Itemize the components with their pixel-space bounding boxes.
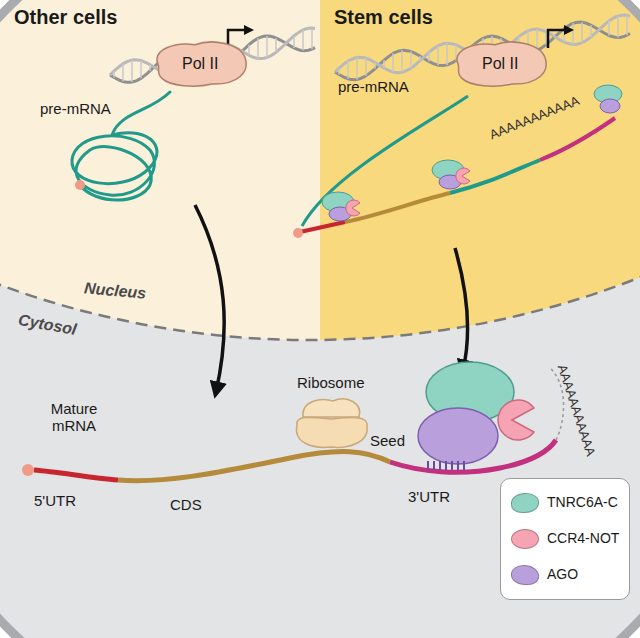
node-label: Pol II bbox=[482, 55, 518, 73]
ribosome-shape bbox=[291, 395, 371, 451]
polymerase-blob: Pol II bbox=[450, 40, 550, 88]
utr3-segment bbox=[540, 118, 615, 160]
cds-segment bbox=[345, 193, 450, 222]
legend-swatch bbox=[511, 529, 539, 549]
mrna-cap bbox=[293, 228, 303, 238]
region-label: CDS bbox=[170, 496, 202, 513]
molecule-label: pre-mRNA bbox=[40, 100, 111, 117]
legend-row: CCR4-NOT bbox=[511, 527, 623, 551]
node-label: Pol II bbox=[182, 55, 218, 73]
legend-swatch bbox=[511, 565, 539, 585]
legend-text: TNRC6A-C bbox=[547, 494, 618, 510]
molecule-label: Mature mRNA bbox=[42, 400, 106, 435]
intron-segment bbox=[450, 160, 540, 193]
region-label: Seed bbox=[370, 432, 405, 449]
export-arrow bbox=[455, 248, 468, 370]
region-label: 5'UTR bbox=[34, 492, 76, 509]
ribosome: Ribosome bbox=[288, 374, 374, 453]
mrna-cap bbox=[22, 464, 34, 476]
poly-a-tail-text: AAAAAAAAAAA bbox=[554, 363, 598, 458]
export-arrow bbox=[195, 205, 224, 392]
utr5-segment bbox=[34, 470, 118, 480]
legend-text: AGO bbox=[547, 566, 578, 582]
mrna-cap bbox=[75, 180, 85, 190]
utr5-segment bbox=[300, 222, 345, 232]
legend-box: TNRC6A-C CCR4-NOT AGO bbox=[500, 478, 630, 600]
polymerase-blob: Pol II bbox=[150, 40, 250, 88]
panel-heading: Other cells bbox=[14, 6, 117, 29]
transcription-arrow bbox=[548, 30, 570, 48]
nascent-pre-mrna bbox=[302, 96, 468, 226]
panel-heading: Stem cells bbox=[334, 6, 433, 29]
legend-row: TNRC6A-C bbox=[511, 491, 623, 515]
molecule-label: pre-mRNA bbox=[338, 78, 409, 95]
poly-a-tail-text: AAAAAAAAAAA bbox=[488, 94, 582, 144]
compartment-label: Nucleus bbox=[83, 279, 147, 303]
legend-swatch bbox=[511, 493, 539, 513]
compartment-label: Cytosol bbox=[17, 311, 78, 339]
region-label: 3'UTR bbox=[408, 488, 450, 505]
legend-row: AGO bbox=[511, 563, 623, 587]
cds-segment bbox=[118, 452, 390, 481]
cell-type-panel: Other cellsPol II bbox=[0, 0, 320, 300]
node-label: Ribosome bbox=[297, 374, 365, 391]
legend-text: CCR4-NOT bbox=[547, 530, 619, 546]
nuclear-complexes bbox=[322, 85, 622, 221]
cell-type-panel: Stem cellsPol II bbox=[320, 0, 640, 300]
silencing-complex bbox=[418, 362, 534, 470]
